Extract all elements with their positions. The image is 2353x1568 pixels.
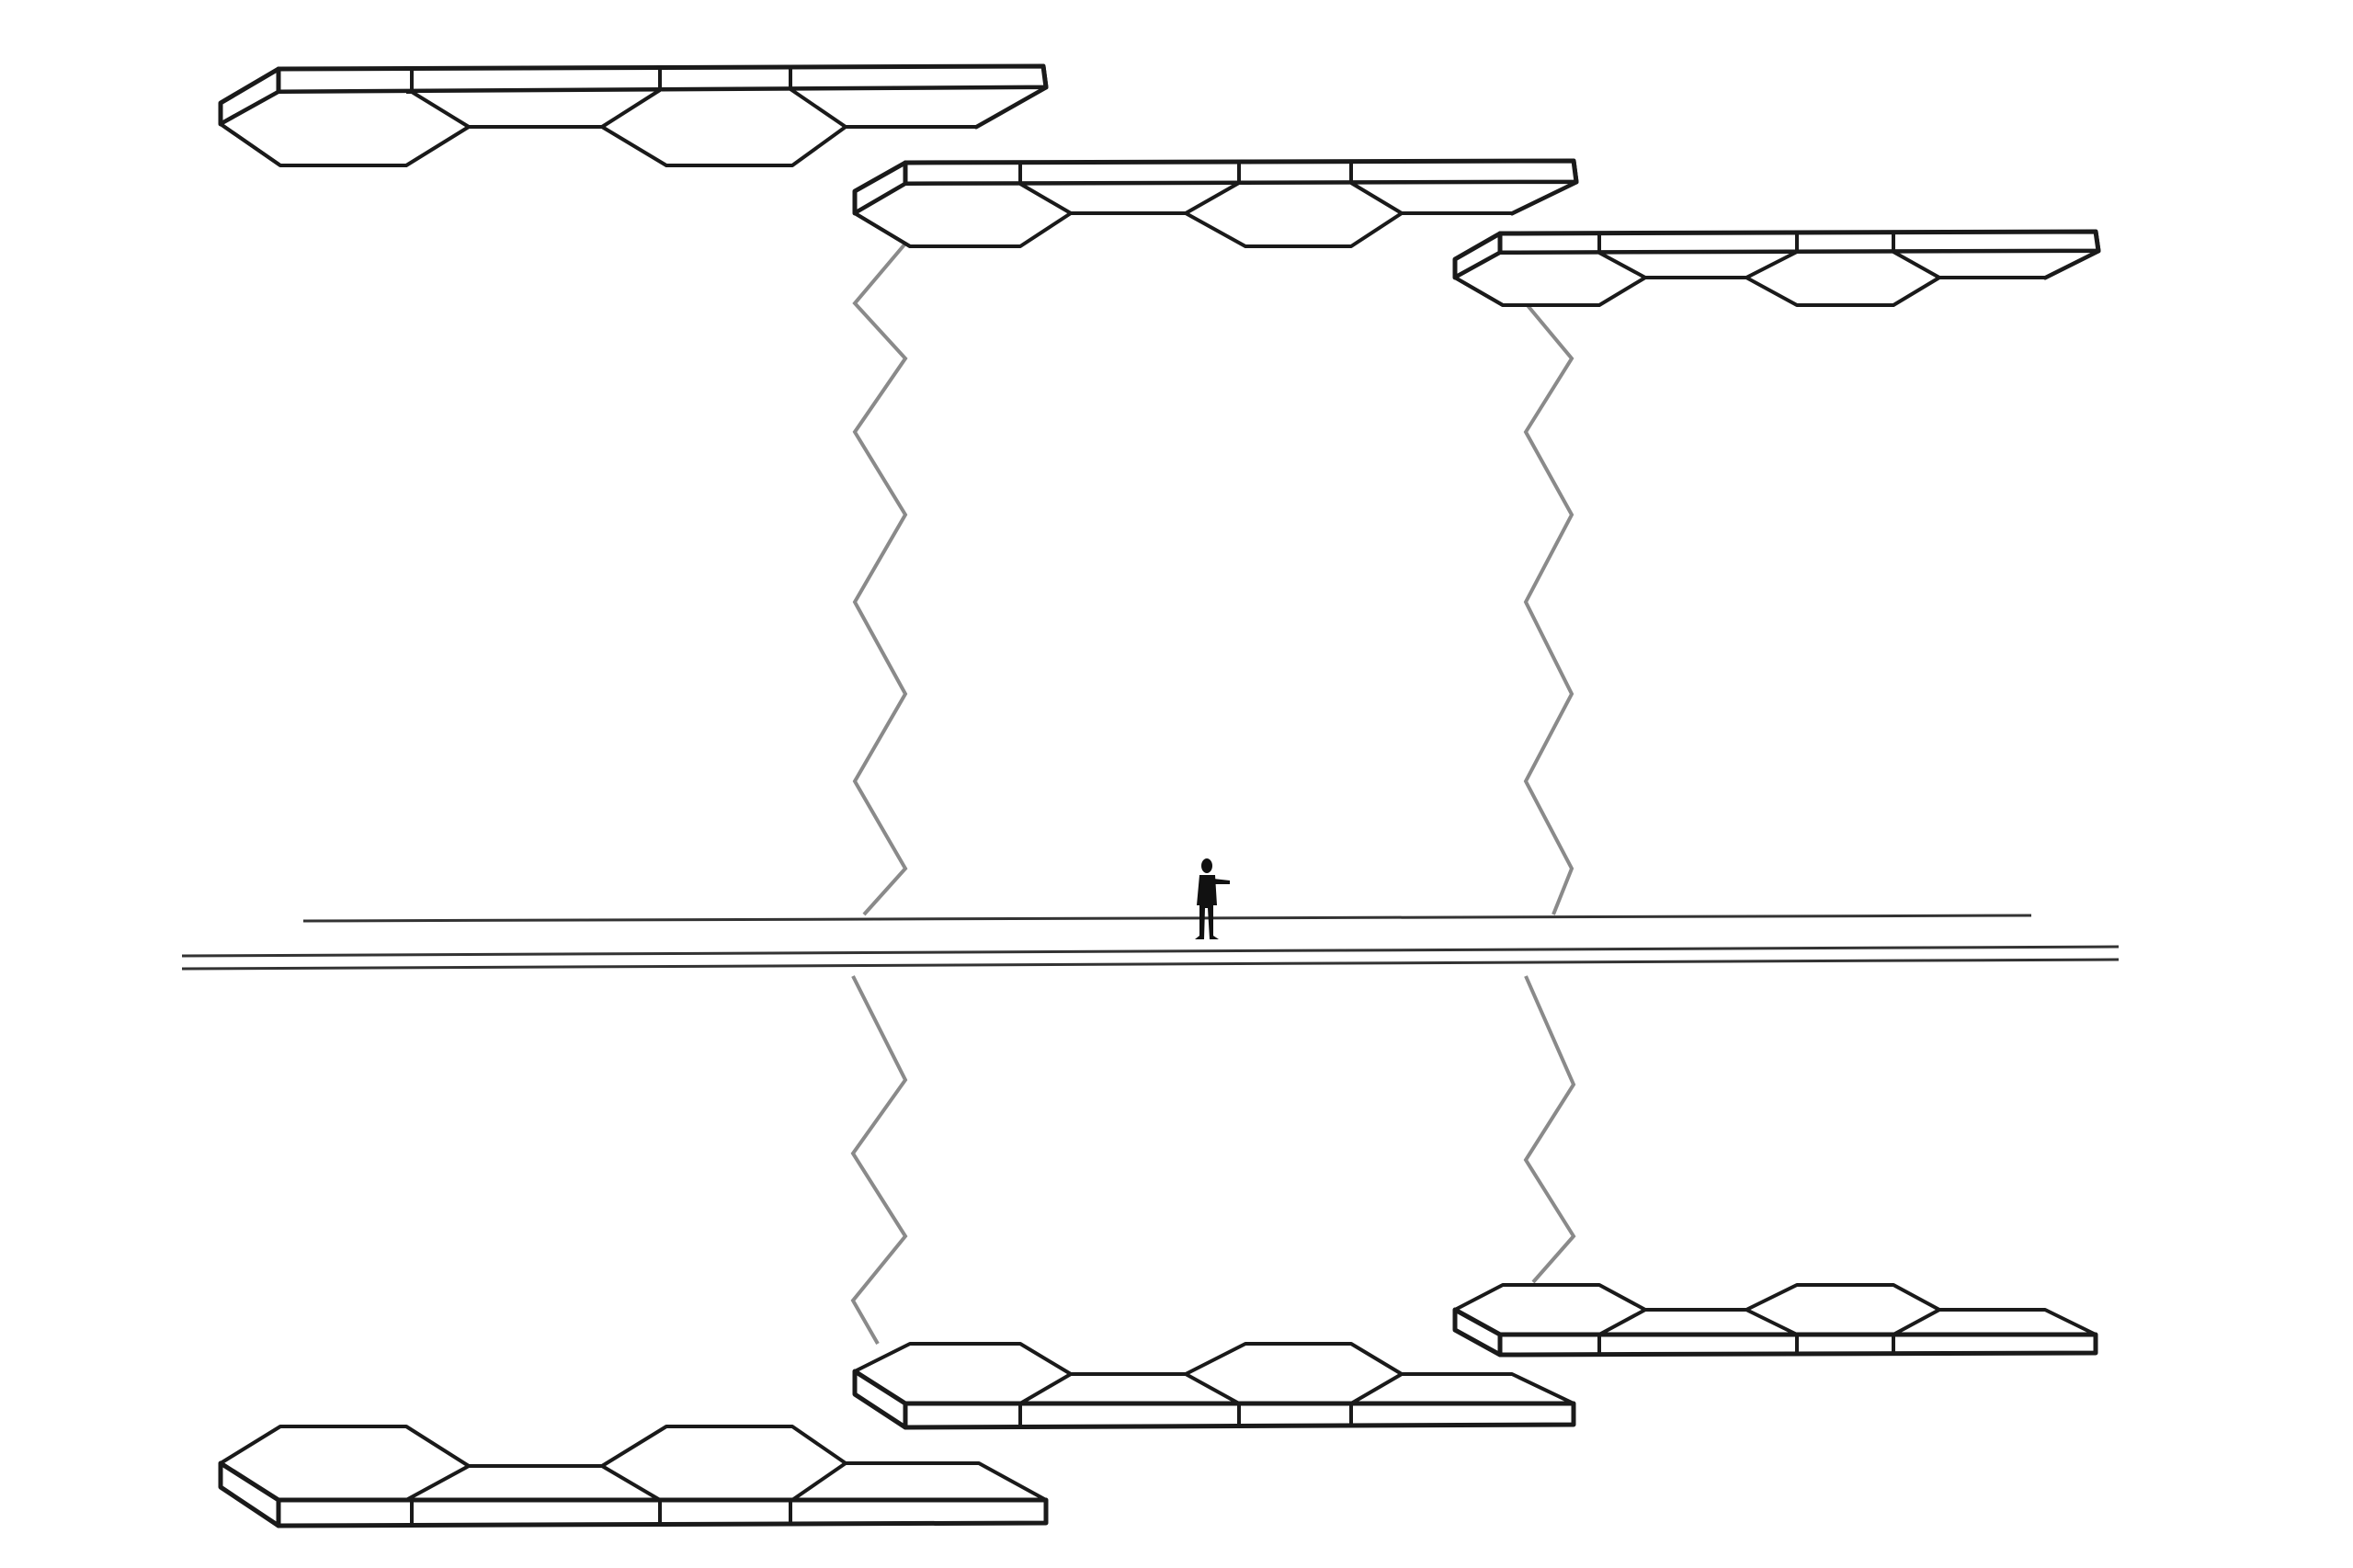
upper-slab-3 [1452,229,2101,307]
lower-slab-1 [218,1425,1049,1528]
person-silhouette-icon [1195,858,1230,939]
zigzag-column-right-upper [1523,301,1574,915]
lower-slab-3 [1452,1283,2098,1358]
ground-plane [181,914,2120,971]
upper-slab-1 [218,63,1049,167]
zigzag-column-left-lower [850,975,908,1345]
upper-slab-2 [852,158,1579,248]
zigzag-column-right-lower [1523,975,1576,1284]
zigzag-column-left-upper [852,242,908,916]
lower-slab-2 [852,1342,1576,1430]
